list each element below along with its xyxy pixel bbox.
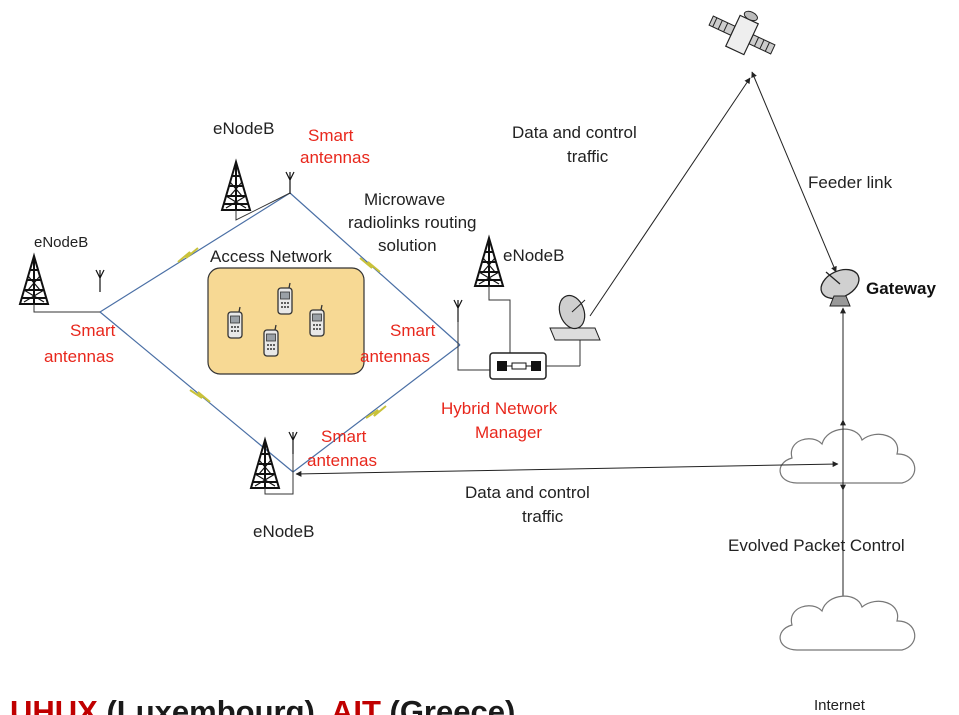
footer-separator: , [315,694,324,715]
org1-name: UHUX [10,694,98,715]
epc-cloud-icon [779,428,916,484]
enodeb-top-label: eNodeB [213,119,274,138]
feeder-link-label: Feeder link [808,173,893,192]
internet-cloud-icon [779,595,916,651]
smart-antennas-right-line2: antennas [360,347,430,366]
antenna-icon [288,431,298,455]
enodeb-bottom-label: eNodeB [253,522,314,541]
microwave-label-line2: radiolinks routing [348,213,477,232]
footer-text: UHUX (Luxembourg), AIT (Greece) [10,694,515,715]
data-control-upper-line2: traffic [567,147,609,166]
satellite-icon [708,10,776,56]
satellite-links [589,71,837,317]
enodeb-left-label: eNodeB [34,234,88,251]
antenna-icon [95,269,105,293]
hnm-label-line2: Manager [475,423,542,442]
smart-antennas-bottom-line2: antennas [307,451,377,470]
microwave-link-markers [177,247,387,419]
smart-antennas-left-line2: antennas [44,347,114,366]
smart-antennas-bottom-line1: Smart [321,427,367,446]
tower-icon [250,439,280,489]
data-control-lower-link [295,461,839,477]
phone-icon [263,324,279,357]
enodeb-left [19,255,105,313]
smart-antennas-left-line1: Smart [70,321,116,340]
enodeb-bottom [250,431,298,495]
phone-icon [227,306,243,339]
hybrid-network-manager-device [489,340,581,380]
org2-country: (Greece) [390,694,516,715]
smart-antennas-right-line1: Smart [390,321,436,340]
tower-icon [474,237,504,287]
internet-label: Internet [814,697,866,714]
hnm-label-line1: Hybrid Network [441,399,558,418]
microwave-label-line3: solution [378,236,437,255]
access-network-label: Access Network [210,247,332,266]
network-links [99,192,461,473]
antenna-icon [453,299,463,323]
org1-country: (Luxembourg) [106,694,314,715]
antenna-icon [285,171,295,195]
phone-icon [277,282,293,315]
access-network-box [207,267,365,375]
org2-name: AIT [331,694,381,715]
enodeb-top [221,161,295,221]
enodeb-right-label: eNodeB [503,246,564,265]
gateway-dish-icon [820,268,860,307]
data-control-upper-line1: Data and control [512,123,637,142]
tower-icon [19,255,49,305]
data-control-lower-line2: traffic [522,507,564,526]
data-control-lower-line1: Data and control [465,483,590,502]
microwave-label-line1: Microwave [364,190,445,209]
phone-icon [309,304,325,337]
enodeb-right [453,237,511,371]
gateway-label: Gateway [866,279,936,298]
smart-antennas-top-line1: Smart [308,126,354,145]
satellite-dish-icon [549,294,601,341]
tower-icon [221,161,251,211]
epc-label: Evolved Packet Control [728,536,905,555]
smart-antennas-top-line2: antennas [300,148,370,167]
